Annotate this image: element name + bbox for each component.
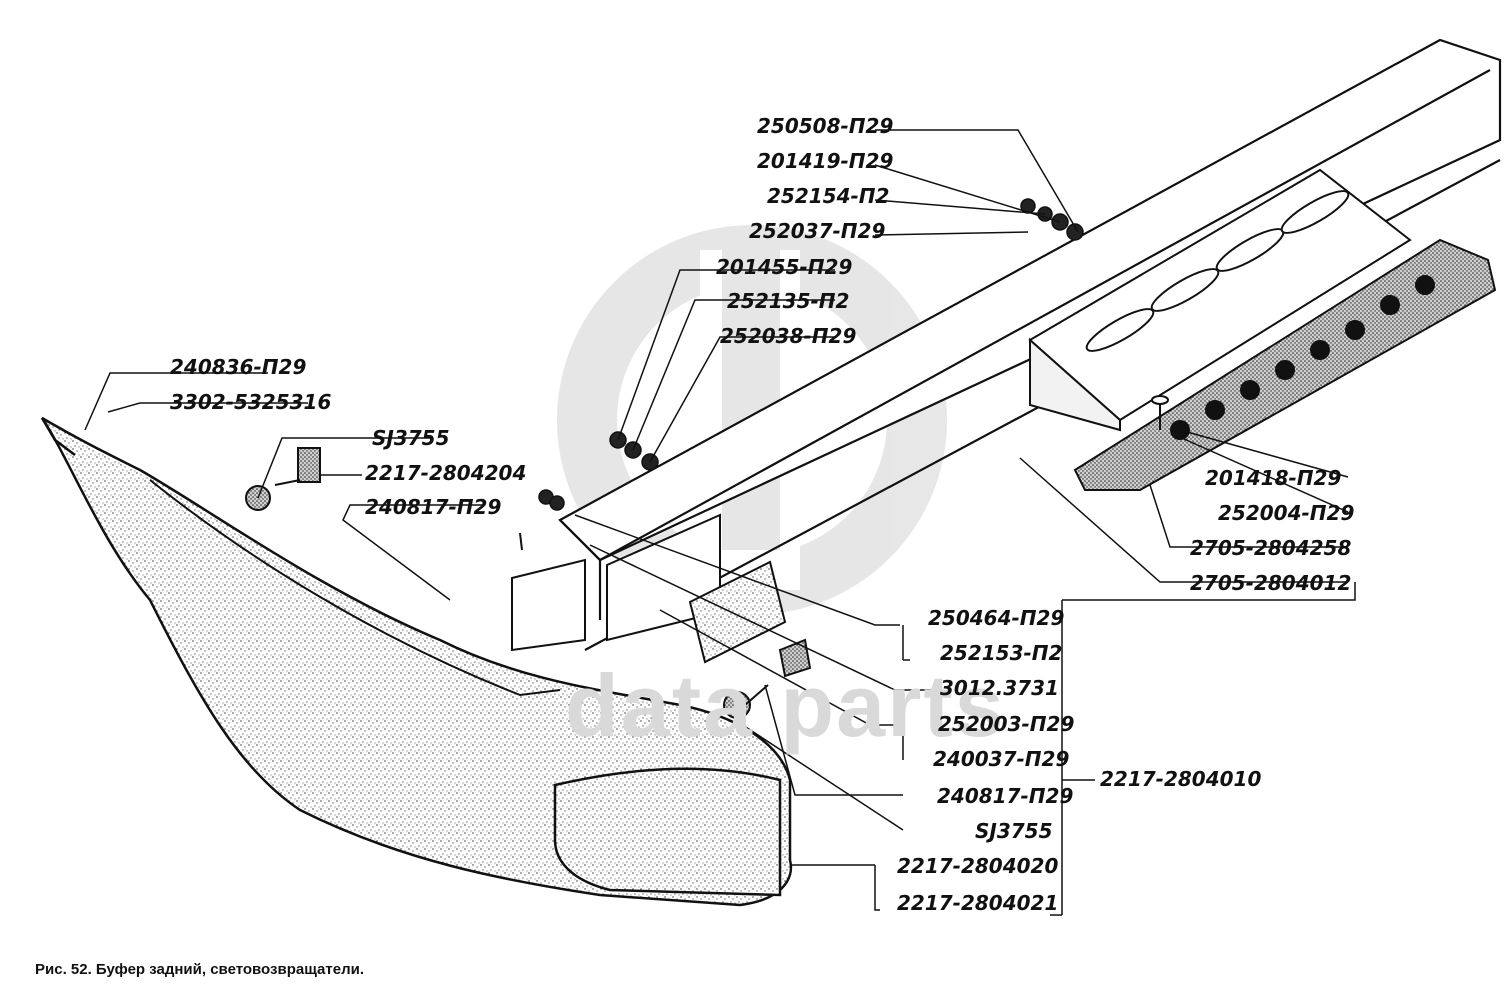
- beam-bracket: [1028, 168, 1412, 432]
- callout-sj3755-top: SJ3755: [372, 426, 450, 450]
- bumper-body: [40, 416, 793, 907]
- watermark-text: data parts: [565, 656, 1006, 755]
- callout-252154: 252154-П2: [767, 184, 890, 208]
- callout-252135: 252135-П2: [727, 289, 850, 313]
- callout-2217-2804204: 2217-2804204: [365, 461, 527, 485]
- rubber-strip: [1073, 238, 1497, 491]
- callout-2217-2804021: 2217-2804021: [897, 891, 1059, 915]
- callout-3012-3731: 3012.3731: [940, 676, 1059, 700]
- callout-201418: 201418-П29: [1205, 466, 1342, 490]
- callout-252153: 252153-П2: [940, 641, 1063, 665]
- leader-lines: [84, 129, 1356, 916]
- callout-2705-2804258: 2705-2804258: [1190, 536, 1352, 560]
- callout-250464: 250464-П29: [928, 606, 1065, 630]
- figure-caption: Рис. 52. Буфер задний, световозвращатели…: [35, 961, 364, 978]
- callout-2217-2804020: 2217-2804020: [897, 854, 1059, 878]
- callout-3302-5325316: 3302-5325316: [170, 390, 332, 414]
- callout-250508: 250508-П29: [757, 114, 894, 138]
- callout-240037: 240037-П29: [933, 747, 1070, 771]
- callout-252004: 252004-П29: [1218, 501, 1355, 525]
- callout-252038: 252038-П29: [720, 324, 857, 348]
- callout-2217-2804010: 2217-2804010: [1100, 767, 1262, 791]
- callout-sj3755-bottom: SJ3755: [975, 819, 1053, 843]
- callout-240817-bottom: 240817-П29: [937, 784, 1074, 808]
- callout-201455: 201455-П29: [716, 255, 853, 279]
- callout-252003: 252003-П29: [938, 712, 1075, 736]
- callout-252037: 252037-П29: [749, 219, 886, 243]
- callout-240836: 240836-П29: [170, 355, 307, 379]
- callout-240817-top: 240817-П29: [365, 495, 502, 519]
- callout-201419: 201419-П29: [757, 149, 894, 173]
- callout-2705-2804012: 2705-2804012: [1190, 571, 1352, 595]
